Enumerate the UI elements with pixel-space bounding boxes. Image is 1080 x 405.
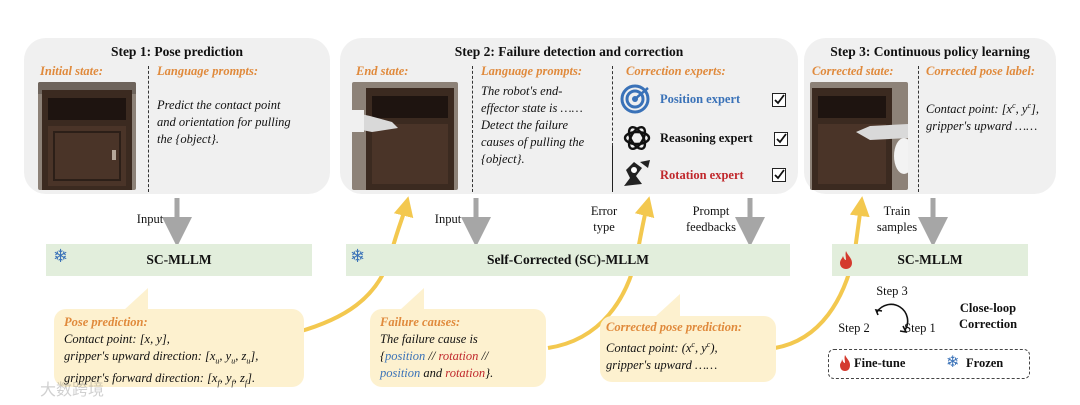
legend-frozen-label: Frozen	[966, 356, 1004, 370]
step2-prompt-text: The robot's end- effector state is …… De…	[481, 83, 611, 168]
end-state-label: End state:	[356, 64, 409, 78]
loop-step1-label: Step 1	[904, 321, 936, 335]
step2-input-label: Input	[434, 212, 462, 226]
reasoning-expert-label: Reasoning expert	[660, 131, 753, 145]
failure-line: The failure cause is	[380, 332, 478, 346]
step2-prompt-line: The robot's end-	[481, 84, 563, 98]
sc-mllm-bar-3	[832, 244, 1028, 276]
watermark: 大数跨境	[40, 380, 105, 399]
prompt-feedback-line: Prompt	[692, 204, 730, 218]
corrected-pose-bubble	[600, 316, 776, 382]
loop-step2-label: Step 2	[838, 321, 870, 335]
legend-box	[828, 349, 1030, 379]
step2-prompt-line: Detect the failure	[481, 118, 569, 132]
step2-divider-1	[472, 66, 473, 192]
step1-prompt-label: Language prompts:	[157, 64, 259, 78]
step1-title: Step 1: Pose prediction	[110, 44, 244, 59]
step1-prompt-line: the {object}.	[157, 132, 220, 146]
step2-title: Step 2: Failure detection and correction	[454, 44, 684, 59]
close-loop-line: Correction	[958, 317, 1018, 331]
initial-state-label: Initial state:	[40, 64, 103, 78]
snowflake-icon: ❄	[946, 354, 960, 371]
pose-prediction-bubble	[54, 309, 304, 387]
end-state-image	[352, 82, 458, 190]
train-samples-line: Train	[883, 204, 911, 218]
corrected-state-photo	[810, 82, 908, 190]
step2-prompt-label: Language prompts:	[481, 64, 583, 78]
error-type-label: Error type	[578, 203, 630, 235]
step2-prompt-line: {object}.	[481, 152, 525, 166]
failure-option-rotation: rotation	[438, 349, 479, 363]
step2-prompt-line: effector state is ……	[481, 101, 583, 115]
failure-causes-text: The failure cause is {position // rotati…	[380, 331, 550, 382]
pose-line-contact: Contact point: [x	[926, 102, 1013, 117]
reasoning-expert-checkbox[interactable]	[774, 132, 788, 146]
error-type-line: Error	[590, 204, 618, 218]
sc-mllm-label-3: SC-MLLM	[897, 252, 963, 267]
failure-option-position: position	[380, 366, 421, 380]
step1-divider	[148, 66, 149, 192]
sc-mllm-bar-2	[346, 244, 790, 276]
sc-mllm-bar-1	[46, 244, 312, 276]
failure-option-rotation: rotation	[445, 366, 486, 380]
corrected-pose-text-bubble: Contact point: (xc, yc), gripper's upwar…	[606, 336, 776, 374]
train-samples-line: samples	[876, 220, 918, 234]
step2-divider-3	[612, 146, 613, 192]
snowflake-icon: ❄	[350, 246, 366, 266]
correction-line: Contact point: (x	[606, 341, 692, 356]
correction-line: gripper's upward ……	[606, 358, 718, 373]
pose-prediction-title: Pose prediction:	[64, 315, 148, 329]
legend-finetune-label: Fine-tune	[854, 356, 906, 370]
failure-causes-bubble	[370, 309, 546, 387]
step1-prompt-text: Predict the contact point and orientatio…	[157, 97, 327, 148]
corrected-pose-title: Corrected pose prediction:	[606, 320, 743, 334]
step1-prompt-line: Predict the contact point	[157, 98, 281, 112]
bubble-line: gripper's upward direction: [x	[64, 349, 216, 363]
fire-icon	[840, 251, 852, 269]
openai-icon	[623, 125, 651, 151]
loop-circle	[876, 303, 909, 331]
bubble-tail-1	[124, 288, 148, 310]
corrected-pose-label: Corrected pose label:	[926, 64, 1036, 78]
corrected-state-label: Corrected state:	[812, 64, 894, 78]
bubble-tail-2	[400, 288, 424, 310]
loop-step3-label: Step 3	[876, 284, 908, 298]
pose-line-upward: gripper's upward ……	[926, 119, 1038, 134]
bubble-line: Contact point: [x, y],	[64, 332, 170, 346]
error-type-line: type	[593, 220, 615, 234]
step1-input-label: Input	[136, 212, 164, 226]
close-loop-line: Close-loop	[959, 301, 1017, 315]
corrected-state-image	[810, 82, 908, 190]
failure-option-position: position	[385, 349, 426, 363]
step2-divider-2	[612, 66, 613, 146]
cabinet-image	[38, 82, 136, 190]
rotation-expert-checkbox[interactable]	[772, 168, 786, 182]
rotation-expert-label: Rotation expert	[660, 168, 744, 182]
step3-divider	[918, 66, 919, 192]
position-expert-label: Position expert	[660, 92, 741, 106]
train-samples-label: Train samples	[868, 203, 926, 235]
position-expert-checkbox[interactable]	[772, 93, 786, 107]
step1-prompt-line: and orientation for pulling	[157, 115, 291, 129]
sc-mllm-label-2: Self-Corrected (SC)-MLLM	[486, 252, 650, 267]
prompt-feedbacks-label: Prompt feedbacks	[676, 203, 746, 235]
target-icon	[620, 84, 650, 114]
experts-label: Correction experts:	[626, 64, 726, 78]
failure-causes-title: Failure causes:	[380, 315, 461, 329]
fire-icon	[840, 355, 850, 371]
initial-state-photo	[38, 82, 136, 190]
bubble-line: gripper's forward direction: [x	[64, 370, 218, 385]
close-loop-title: Close-loop Correction	[948, 300, 1028, 332]
step2-prompt-line: causes of pulling the	[481, 135, 585, 149]
end-state-photo	[352, 82, 458, 190]
bubble-tail-3	[656, 294, 680, 316]
corrected-pose-text: Contact point: [xc, yc], gripper's upwar…	[926, 97, 1054, 135]
prompt-feedback-line: feedbacks	[686, 220, 736, 234]
robot-arm-icon	[624, 160, 650, 186]
step3-title: Step 3: Continuous policy learning	[830, 44, 1030, 59]
sc-mllm-label-1: SC-MLLM	[146, 252, 212, 267]
snowflake-icon: ❄	[53, 246, 69, 266]
pose-prediction-text: Contact point: [x, y], gripper's upward …	[64, 331, 304, 391]
